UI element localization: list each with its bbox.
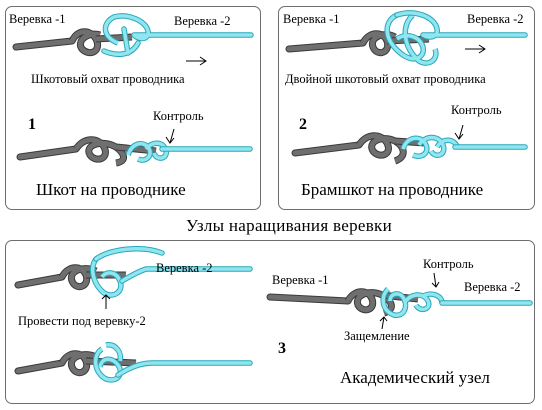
diagram-title: Узлы наращивания веревки [186, 216, 393, 235]
knot-drawing-2 [285, 10, 528, 165]
academic-knot-finished-illustration [266, 272, 533, 330]
rope-2-label: Веревка -2 [464, 280, 521, 294]
pass-under-label: Провести под веревку-2 [18, 314, 146, 328]
step-number: 1 [28, 116, 36, 133]
rope-1-label: Веревка -1 [9, 12, 66, 26]
academic-knot-step1-illustration [14, 246, 253, 309]
subtitle: Шкотовый охват проводника [31, 72, 185, 86]
knot-drawing-1 [12, 13, 254, 167]
step-number: 2 [299, 116, 307, 133]
knot-drawing-3 [14, 246, 533, 383]
sheet-bend-finished-illustration [16, 128, 253, 167]
step-number: 3 [278, 340, 286, 357]
caption: Шкот на проводнике [36, 180, 186, 199]
double-sheet-bend-wrap-illustration [285, 10, 528, 66]
control-label: Контроль [423, 257, 474, 271]
rope-2-label-left: Веревка -2 [156, 261, 213, 275]
subtitle: Двойной шкотовый охват проводника [285, 72, 486, 86]
double-sheet-bend-finished-illustration [291, 124, 528, 165]
rope-2-label: Веревка -2 [174, 14, 231, 28]
rope-1-label: Веревка -1 [283, 12, 340, 26]
rope-2-label: Веревка -2 [467, 12, 524, 26]
caption: Академический узел [340, 368, 490, 387]
pinch-label: Защемление [344, 329, 410, 343]
control-label: Контроль [451, 103, 502, 117]
caption: Брамшкот на проводнике [301, 180, 484, 199]
sheet-bend-wrap-illustration [12, 13, 254, 66]
rope-1-label: Веревка -1 [272, 273, 329, 287]
control-label: Контроль [153, 109, 204, 123]
panel-academic-knot: Веревка -2 Провести под веревку-2 Веревк… [5, 240, 535, 404]
panel-double-sheet-bend-on-guide: Веревка -1 Веревка -2 Двойной шкотовый о… [278, 6, 535, 210]
academic-knot-step2-illustration [14, 342, 253, 383]
panel-sheet-bend-on-guide: Веревка -1 Веревка -2 Шкотовый охват про… [5, 6, 261, 210]
